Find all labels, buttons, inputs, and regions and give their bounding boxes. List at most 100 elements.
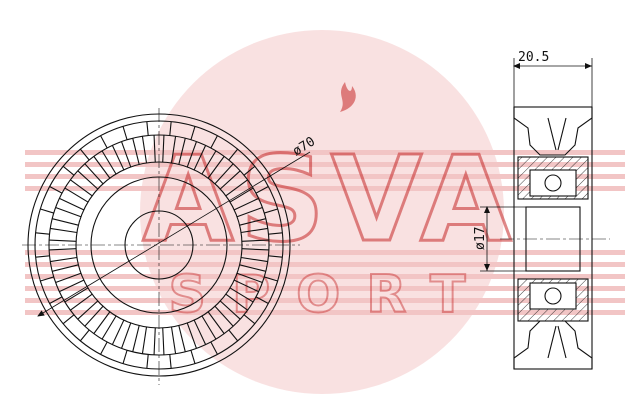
rib-line [219,300,241,320]
rib-line [178,325,186,352]
rim-rib-line [49,186,63,194]
rim-rib-line [243,314,256,325]
rib-line [121,141,132,168]
rim-rib-line [190,350,196,364]
rib-line [132,325,140,352]
rib-line [178,138,186,165]
rib-line [225,179,248,197]
rib-line [49,239,77,242]
watermark-brand: ASVA [143,130,518,268]
rim-rib-line [264,276,278,282]
rim-rib-line [210,341,218,355]
rim-rib-line [169,121,172,136]
rib-line [229,287,254,303]
rib-line [141,326,148,354]
rib-line [229,187,254,203]
rim-rib-line [62,314,75,325]
watermark-stripes [25,150,625,315]
rim-rib-line [122,126,128,140]
inner-diameter-dimension [480,206,526,272]
rim-rib-line [268,255,283,258]
rib-line [239,218,266,226]
bearing-lower-cage [529,282,577,310]
rib-line [141,136,148,164]
rib-line [101,150,117,175]
rib-line [207,156,225,179]
rim-rib-line [49,296,63,304]
rim-rib-line [243,165,256,176]
rib-line [52,218,79,226]
rib-line [49,248,77,251]
rib-line [239,264,266,272]
rib-line [201,315,217,340]
rib-line [193,145,207,171]
rib-line [162,135,165,163]
width-label: 20.5 [518,50,549,65]
rib-line [59,279,85,293]
rib-line [50,227,78,234]
rib-line [170,326,177,354]
rim-rib-line [40,276,54,282]
section-top-profile [513,107,593,156]
section-outer-shell [513,106,593,370]
rib-line [84,163,104,185]
rim-rib-line [255,186,269,194]
rim-rib-line [79,329,90,342]
rib-line [214,163,234,185]
rim-rib-line [79,148,90,161]
rib-line [162,327,165,355]
rib-line [70,179,93,197]
rim-rib-line [35,232,50,235]
rim-rib-line [255,296,269,304]
rib-line [121,322,132,349]
rib-line [55,207,82,218]
rib-line [64,187,89,203]
watermark-subtitle: SPORT [169,265,492,325]
rib-line [240,256,268,263]
rib-line [93,311,111,334]
rim-rib-line [228,329,239,342]
rib-line [219,170,241,190]
rim-rib-line [264,208,278,214]
rim-rib-line [268,232,283,235]
section-bottom-profile [513,320,593,369]
section-bottom-groove [547,325,567,359]
rim-rib-line [169,354,172,369]
rib-line [214,305,234,327]
rib-line [59,197,85,211]
rib-line [233,279,259,293]
rib-line [84,305,104,327]
rib-line [225,293,248,311]
rib-line [93,156,111,179]
rib-line [207,311,225,334]
rim-rib-line [228,148,239,161]
rim-rib-line [122,350,128,364]
rib-line [55,272,82,283]
rib-line [153,327,156,355]
pulley-ribs [35,121,283,369]
outer-diameter-dimension-line [37,151,311,317]
rim-rib-line [146,121,149,136]
rim-rib-line [210,135,218,149]
rib-line [186,141,197,168]
rib-line [193,319,207,345]
bearing-lower-ball [544,287,562,305]
rib-line [186,322,197,349]
rib-line [170,136,177,164]
rib-line [101,315,117,340]
rim-rib-line [146,354,149,369]
inner-diameter-label: ø17 [473,227,488,250]
rib-line [70,293,93,311]
rib-line [111,319,125,345]
pulley-front-view [22,108,311,385]
rib-line [201,150,217,175]
rim-rib-line [100,341,108,355]
rim-rib-line [190,126,196,140]
rib-line [236,207,263,218]
section-top-groove [547,117,567,151]
rib-line [236,272,263,283]
bearing-upper-ball [544,174,562,192]
watermark-flame-icon [340,82,356,112]
